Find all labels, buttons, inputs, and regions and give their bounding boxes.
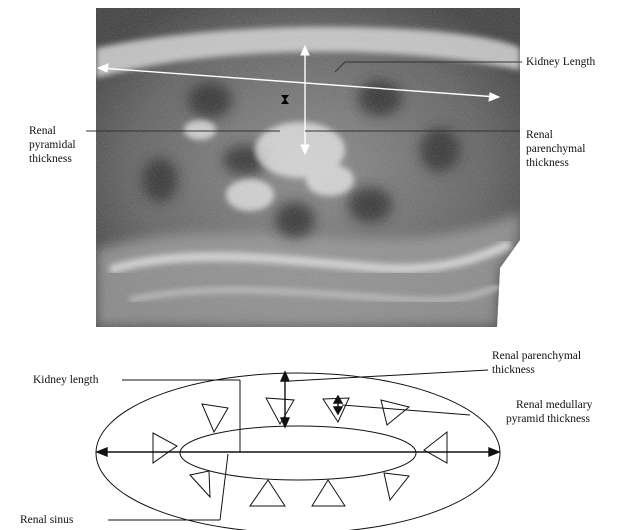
pyramid-6: [424, 432, 447, 463]
pyramid-1: [202, 404, 228, 432]
pyramid-5: [153, 433, 177, 463]
pyramid-7: [190, 471, 210, 497]
bottom-parenchymal-thickness-label: Renal parenchymal thickness: [492, 349, 581, 377]
bottom-kidney-length-label: Kidney length: [33, 373, 98, 387]
pyramid-10: [384, 473, 409, 500]
bottom-renal-sinus-label: Renal sinus: [20, 513, 73, 527]
pyramid-8: [250, 480, 285, 506]
ultrasound-scan: [96, 8, 520, 327]
pyramid-4: [381, 400, 409, 425]
pyramid-9: [312, 480, 345, 506]
renal-sinus-outline: [180, 426, 416, 480]
pyramid-2: [266, 398, 294, 424]
kidney-schematic: [96, 370, 500, 530]
top-parenchymal-thickness-label: Renal parenchymal thickness: [526, 128, 585, 170]
top-pyramidal-thickness-label: Renal pyramidal thickness: [29, 124, 76, 166]
bottom-medullary-pyramid-thickness-label: Renal medullary pyramid thickness: [494, 398, 592, 426]
top-kidney-length-label: Kidney Length: [526, 55, 595, 69]
